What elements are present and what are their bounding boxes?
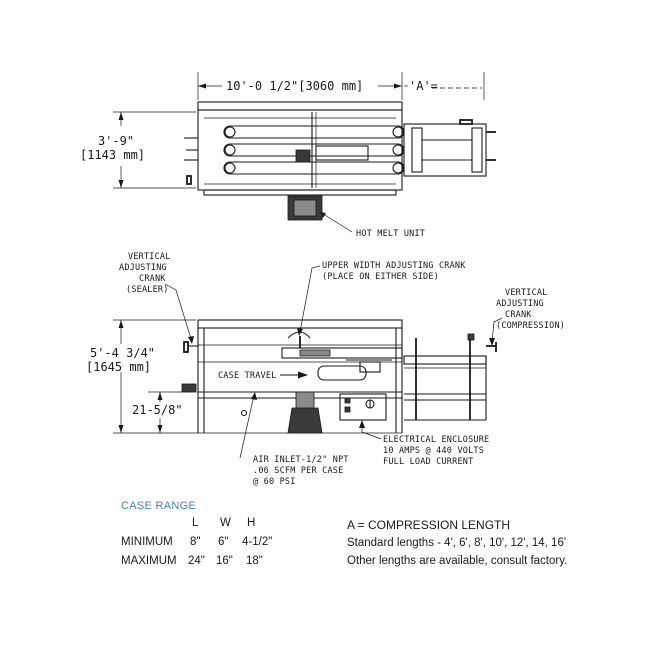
- air-inlet-line2: .06 SCFM PER CASE: [253, 466, 343, 476]
- compression-title: A = COMPRESSION LENGTH: [347, 518, 511, 532]
- width-mm-label: [1143 mm]: [80, 148, 145, 162]
- hot-melt-label: HOT MELT UNIT: [356, 229, 425, 239]
- vertical-sealer-line2: ADJUSTING: [119, 263, 167, 273]
- height-ft-label: 5'-4 3/4": [90, 346, 155, 360]
- row-minimum-label: MINIMUM: [121, 536, 173, 548]
- vertical-sealer-line1: VERTICAL: [128, 252, 171, 262]
- vertical-compression-line3: CRANK: [505, 310, 532, 320]
- vertical-sealer-line4: (SEALER): [126, 285, 169, 295]
- upper-width-line2: (PLACE ON EITHER SIDE): [322, 272, 439, 282]
- a-dimension-label: 'A'=: [409, 79, 438, 93]
- row-maximum-label: MAXIMUM: [121, 555, 177, 567]
- width-ft-label: 3'-9": [98, 134, 134, 148]
- air-inlet-line1: AIR INLET-1/2" NPT: [253, 455, 349, 465]
- top-view: 10'-0 1/2"[3060 mm] 'A'= 3'-9" [1143 mm]: [80, 72, 496, 239]
- height-mm-label: [1645 mm]: [86, 360, 151, 374]
- electrical-line1: ELECTRICAL ENCLOSURE: [383, 435, 489, 445]
- header-h: H: [247, 517, 256, 529]
- vertical-compression-line2: ADJUSTING: [496, 299, 544, 309]
- case-range-title: CASE RANGE: [121, 500, 197, 512]
- row-maximum-w: 16": [216, 555, 233, 567]
- upper-width-line1: UPPER WIDTH ADJUSTING CRANK: [322, 261, 466, 271]
- row-minimum-h: 4-1/2": [242, 536, 273, 548]
- vertical-compression-line4: (COMPRESSION): [496, 321, 565, 331]
- air-inlet-line3: @ 60 PSI: [253, 477, 296, 487]
- row-maximum-l: 24": [188, 555, 205, 567]
- bed-height-label: 21-5/8": [132, 403, 183, 417]
- row-minimum-l: 8": [190, 536, 201, 548]
- vertical-compression-line1: VERTICAL: [505, 288, 548, 298]
- compression-line1: Standard lengths - 4', 6', 8', 10', 12',…: [347, 537, 567, 549]
- case-travel-label: CASE TRAVEL: [218, 371, 277, 381]
- row-minimum-w: 6": [218, 536, 229, 548]
- vertical-sealer-line3: CRANK: [139, 274, 166, 284]
- side-view: VERTICAL ADJUSTING CRANK (SEALER) UPPER …: [86, 252, 565, 487]
- electrical-line3: FULL LOAD CURRENT: [383, 457, 473, 467]
- electrical-line2: 10 AMPS @ 440 VOLTS: [383, 446, 484, 456]
- overall-length-label: 10'-0 1/2"[3060 mm]: [226, 79, 363, 93]
- compression-line2: Other lengths are available, consult fac…: [347, 555, 568, 567]
- row-maximum-h: 18": [246, 555, 263, 567]
- header-w: W: [220, 517, 231, 529]
- header-l: L: [192, 517, 199, 529]
